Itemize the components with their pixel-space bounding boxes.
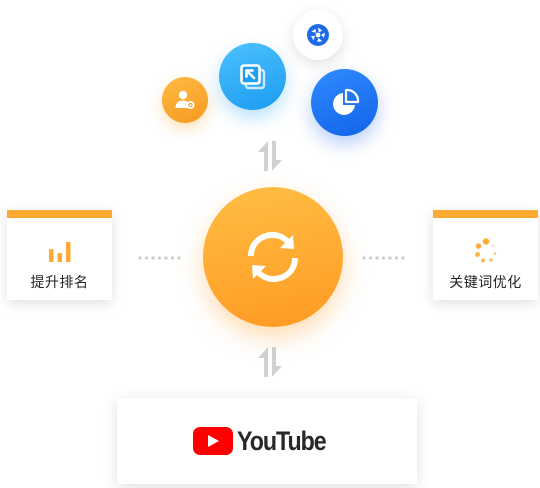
shutter-icon <box>293 10 343 60</box>
swap-arrows-icon <box>258 347 282 377</box>
youtube-play-icon <box>193 427 234 455</box>
card-label-keyword: 关键词优化 <box>449 275 522 291</box>
copy-arrow-icon <box>219 43 286 110</box>
user-gear-icon <box>162 77 208 123</box>
refresh-cycle-icon <box>248 232 298 282</box>
platform-card: YouTube <box>117 398 417 484</box>
connector-dots-right <box>362 256 405 260</box>
youtube-logo: YouTube <box>193 426 340 457</box>
card-label-ranking: 提升排名 <box>30 275 89 291</box>
bar-chart-icon <box>47 238 73 264</box>
pie-chart-icon <box>311 69 378 136</box>
card-ranking: 提升排名 <box>7 210 112 300</box>
connector-dots-left <box>138 256 181 260</box>
swap-arrows-icon <box>258 141 282 171</box>
card-keyword: 关键词优化 <box>433 210 538 300</box>
youtube-wordmark: YouTube <box>237 425 327 456</box>
dot-spinner-icon <box>473 238 499 264</box>
central-hub <box>203 187 343 327</box>
